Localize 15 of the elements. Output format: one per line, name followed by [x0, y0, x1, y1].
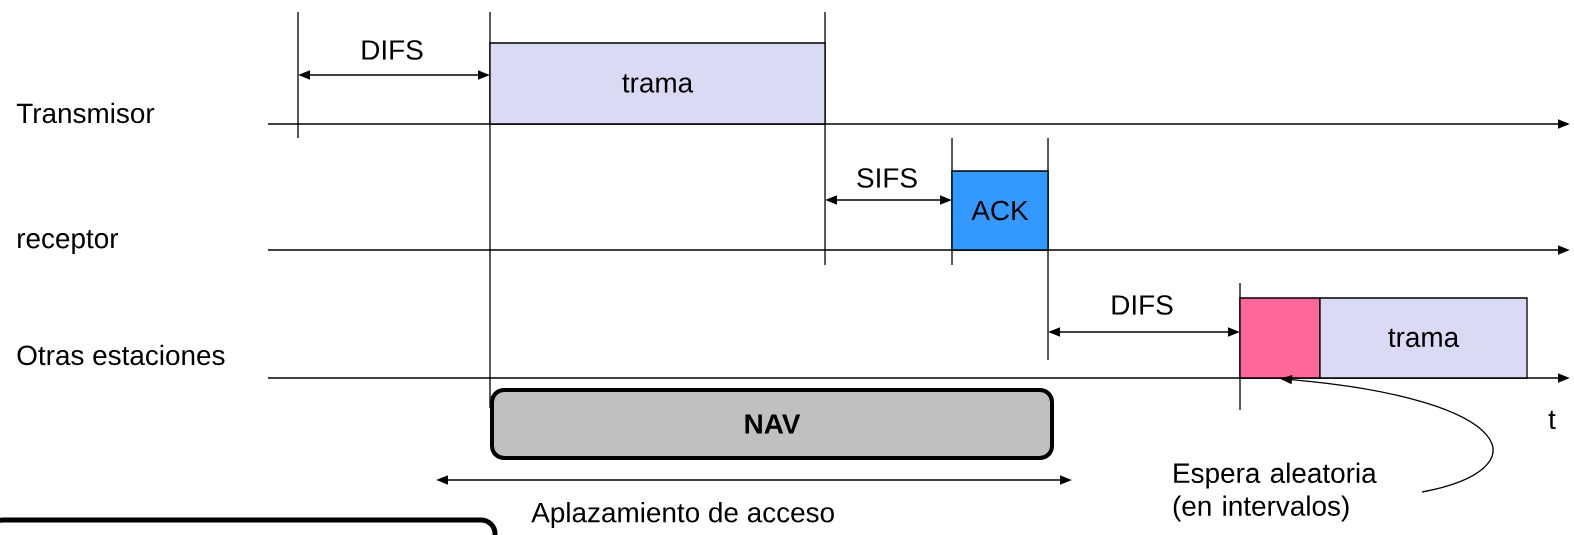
ack-box: ACK [951, 170, 1049, 251]
rounded-box [0, 517, 498, 535]
axis-label: t [1548, 410, 1556, 430]
interval-label: SIFS [857, 168, 917, 188]
interval-label: DIFS [362, 40, 423, 60]
note-text: Espera aleatoria (en intervalos) [1173, 462, 1377, 522]
caption-text: Aplazamiento de acceso [531, 502, 834, 528]
frame-box: trama [489, 42, 826, 125]
interval-label: DIFS [1112, 295, 1173, 315]
row-label: receptor [18, 230, 119, 254]
nav-bar: NAV [490, 388, 1054, 460]
frame-box: trama [1319, 297, 1528, 379]
row-label: Otras estaciones [17, 344, 225, 366]
backoff-box [1239, 297, 1321, 379]
row-label: Transmisor [16, 102, 155, 124]
